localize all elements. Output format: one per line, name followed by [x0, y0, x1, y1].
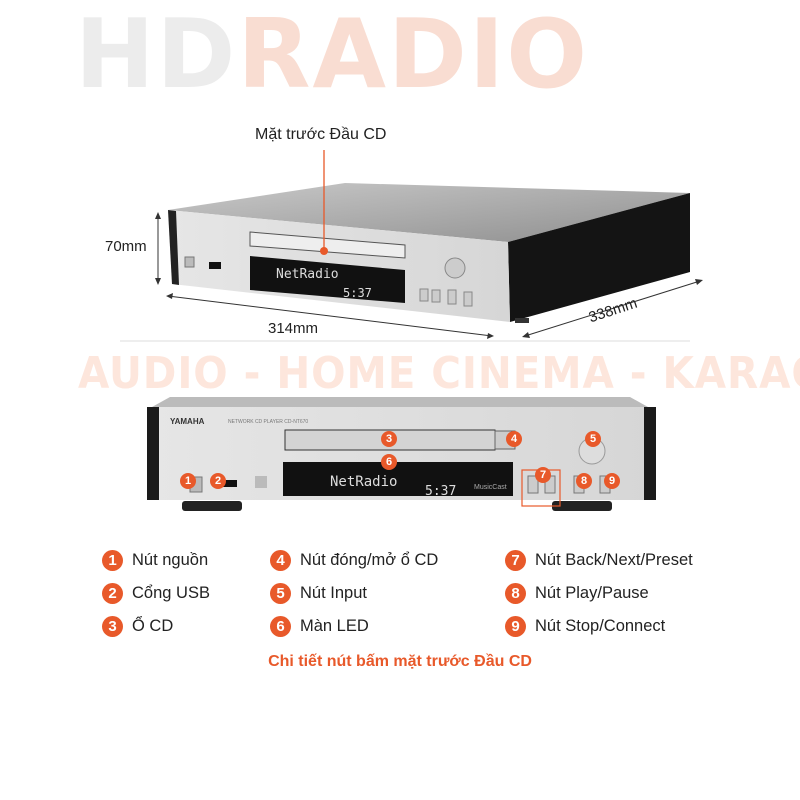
- device-left-cheek: [168, 210, 179, 285]
- display-time: 5:37: [425, 484, 456, 499]
- back-button: [527, 475, 539, 494]
- depth-dimension-line: [524, 280, 701, 337]
- watermark-logo: HDRADIO: [75, 0, 590, 110]
- perspective-view: NetRadio 5:37: [155, 150, 703, 339]
- marker-7: 7: [535, 467, 551, 483]
- marker-1: 1: [180, 473, 196, 489]
- width-dimension: 314mm: [268, 320, 319, 337]
- watermark-divider: [120, 340, 690, 342]
- usb-port: [215, 480, 237, 487]
- height-dimension: 70mm: [105, 238, 147, 255]
- display-time: 5:37: [343, 286, 372, 300]
- display-text: NetRadio: [330, 474, 397, 490]
- watermark-tagline: AUDIO - HOME CINEMA - KARAOKE: [78, 348, 800, 399]
- marker-4: 4: [506, 431, 522, 447]
- usb-port: [209, 262, 221, 269]
- marker-9: 9: [604, 473, 620, 489]
- marker-8: 8: [576, 473, 592, 489]
- musiccast-logo: MusicCast: [474, 484, 507, 491]
- led-display: [283, 462, 513, 496]
- yamaha-logo: YAMAHA: [170, 417, 205, 426]
- front-view: NetRadio 5:37 MusicCast YAMAHA NETWORK C…: [147, 397, 656, 511]
- display-panel: [250, 256, 405, 303]
- caption: Chi tiết nút bấm mặt trước Đầu CD: [268, 653, 532, 670]
- display-text: NetRadio: [276, 267, 339, 282]
- marker-5: 5: [585, 431, 601, 447]
- width-dimension-line: [167, 295, 493, 337]
- power-button: [184, 256, 195, 268]
- marker-2: 2: [210, 473, 226, 489]
- marker-3: 3: [381, 431, 397, 447]
- device-side-panel: [508, 193, 690, 322]
- marker-6: 6: [381, 454, 397, 470]
- cd-logo: [255, 476, 267, 488]
- callout-dot: [320, 247, 328, 255]
- input-knob: [444, 257, 466, 279]
- cd-tray: [249, 231, 406, 259]
- front-callout-label: Mặt trước Đầu CD: [255, 126, 387, 143]
- model-label: NETWORK CD PLAYER CD-NT670: [228, 419, 308, 425]
- device-top-face: [168, 183, 690, 242]
